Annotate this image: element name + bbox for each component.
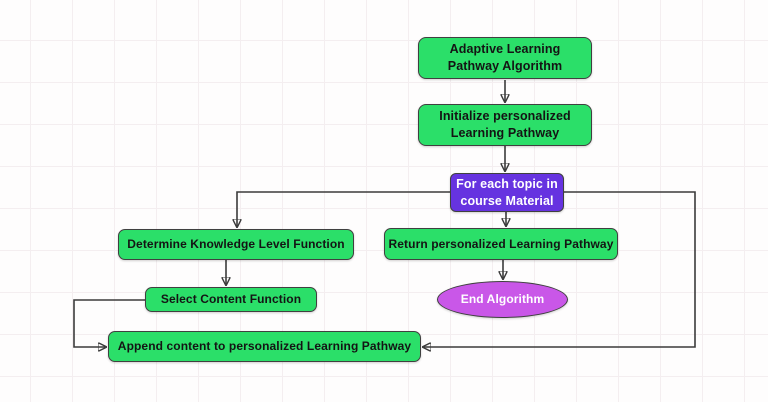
node-determine-knowledge-level-label: Determine Knowledge Level Function [127,237,345,252]
node-return-pathway-label: Return personalized Learning Pathway [388,236,614,251]
node-determine-knowledge-level[interactable]: Determine Knowledge Level Function [118,229,354,260]
node-append-content[interactable]: Append content to personalized Learning … [108,331,421,362]
edge-loop-to-append[interactable] [424,191,696,347]
edge-select-to-append[interactable] [73,299,145,347]
node-append-content-label: Append content to personalized Learning … [117,339,412,354]
node-return-pathway[interactable]: Return personalized Learning Pathway [384,228,618,260]
node-initialize-pathway[interactable]: Initialize personalized Learning Pathway [418,104,592,146]
node-for-each-topic-label: For each topic in course Material [456,176,558,208]
edge-loop-to-determine[interactable] [237,191,450,226]
node-select-content[interactable]: Select Content Function [145,287,317,312]
node-end-algorithm-label: End Algorithm [460,292,545,307]
node-for-each-topic[interactable]: For each topic in course Material [450,173,564,212]
node-start[interactable]: Adaptive Learning Pathway Algorithm [418,37,592,79]
node-start-label: Adaptive Learning Pathway Algorithm [447,42,563,73]
node-end-algorithm[interactable]: End Algorithm [437,281,568,318]
node-select-content-label: Select Content Function [160,292,302,307]
node-initialize-pathway-label: Initialize personalized Learning Pathway [439,109,571,140]
